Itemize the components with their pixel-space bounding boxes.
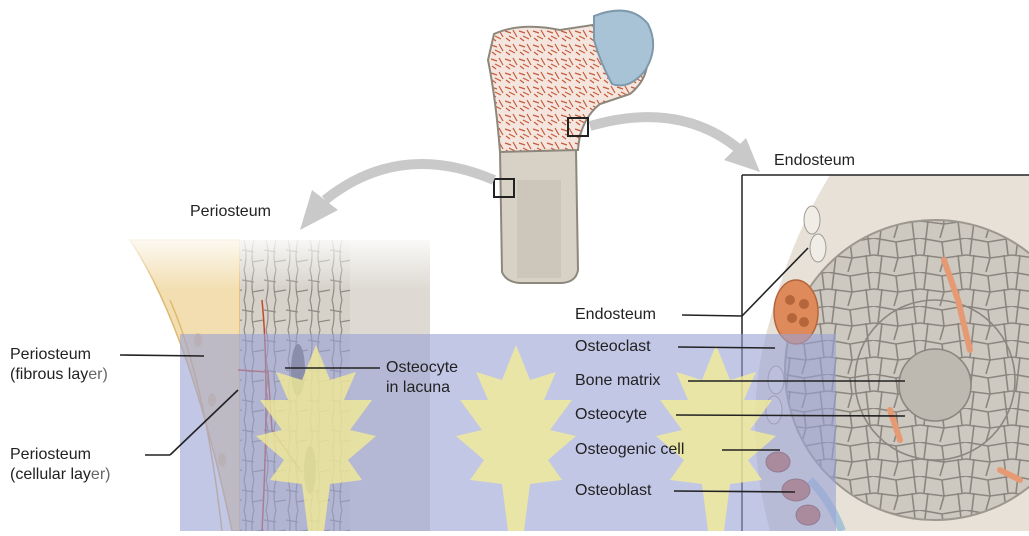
periosteum-cellular-line1: Periosteum <box>10 445 110 465</box>
periosteum-fibrous-line2: (fibrous lay <box>10 366 88 383</box>
periosteum-title-label: Periosteum <box>190 202 271 222</box>
periosteum-cellular-line2-tail: er) <box>91 466 111 483</box>
bone-matrix-label: Bone matrix <box>575 371 660 391</box>
periosteum-fibrous-line2-tail: er) <box>88 366 108 383</box>
periosteum-fibrous-line1: Periosteum <box>10 345 108 365</box>
osteocyte-in-lacuna-line1: Osteocyte <box>386 358 458 378</box>
periosteum-fibrous-label: Periosteum (fibrous layer) <box>10 345 108 385</box>
osteocyte-in-lacuna-label: Osteocyte in lacuna <box>386 358 458 398</box>
osteocyte-in-lacuna-line2: in lacuna <box>386 378 458 398</box>
osteoclast-label: Osteoclast <box>575 337 651 357</box>
periosteum-cellular-line2: (cellular lay <box>10 466 91 483</box>
endosteum-label: Endosteum <box>575 305 656 325</box>
femur-illustration <box>488 11 653 283</box>
osteogenic-cell-label: Osteogenic cell <box>575 440 684 460</box>
osteocyte-label: Osteocyte <box>575 405 647 425</box>
osteoblast-label: Osteoblast <box>575 481 651 501</box>
endosteum-title-label: Endosteum <box>774 151 855 171</box>
periosteum-cellular-label: Periosteum (cellular layer) <box>10 445 110 485</box>
